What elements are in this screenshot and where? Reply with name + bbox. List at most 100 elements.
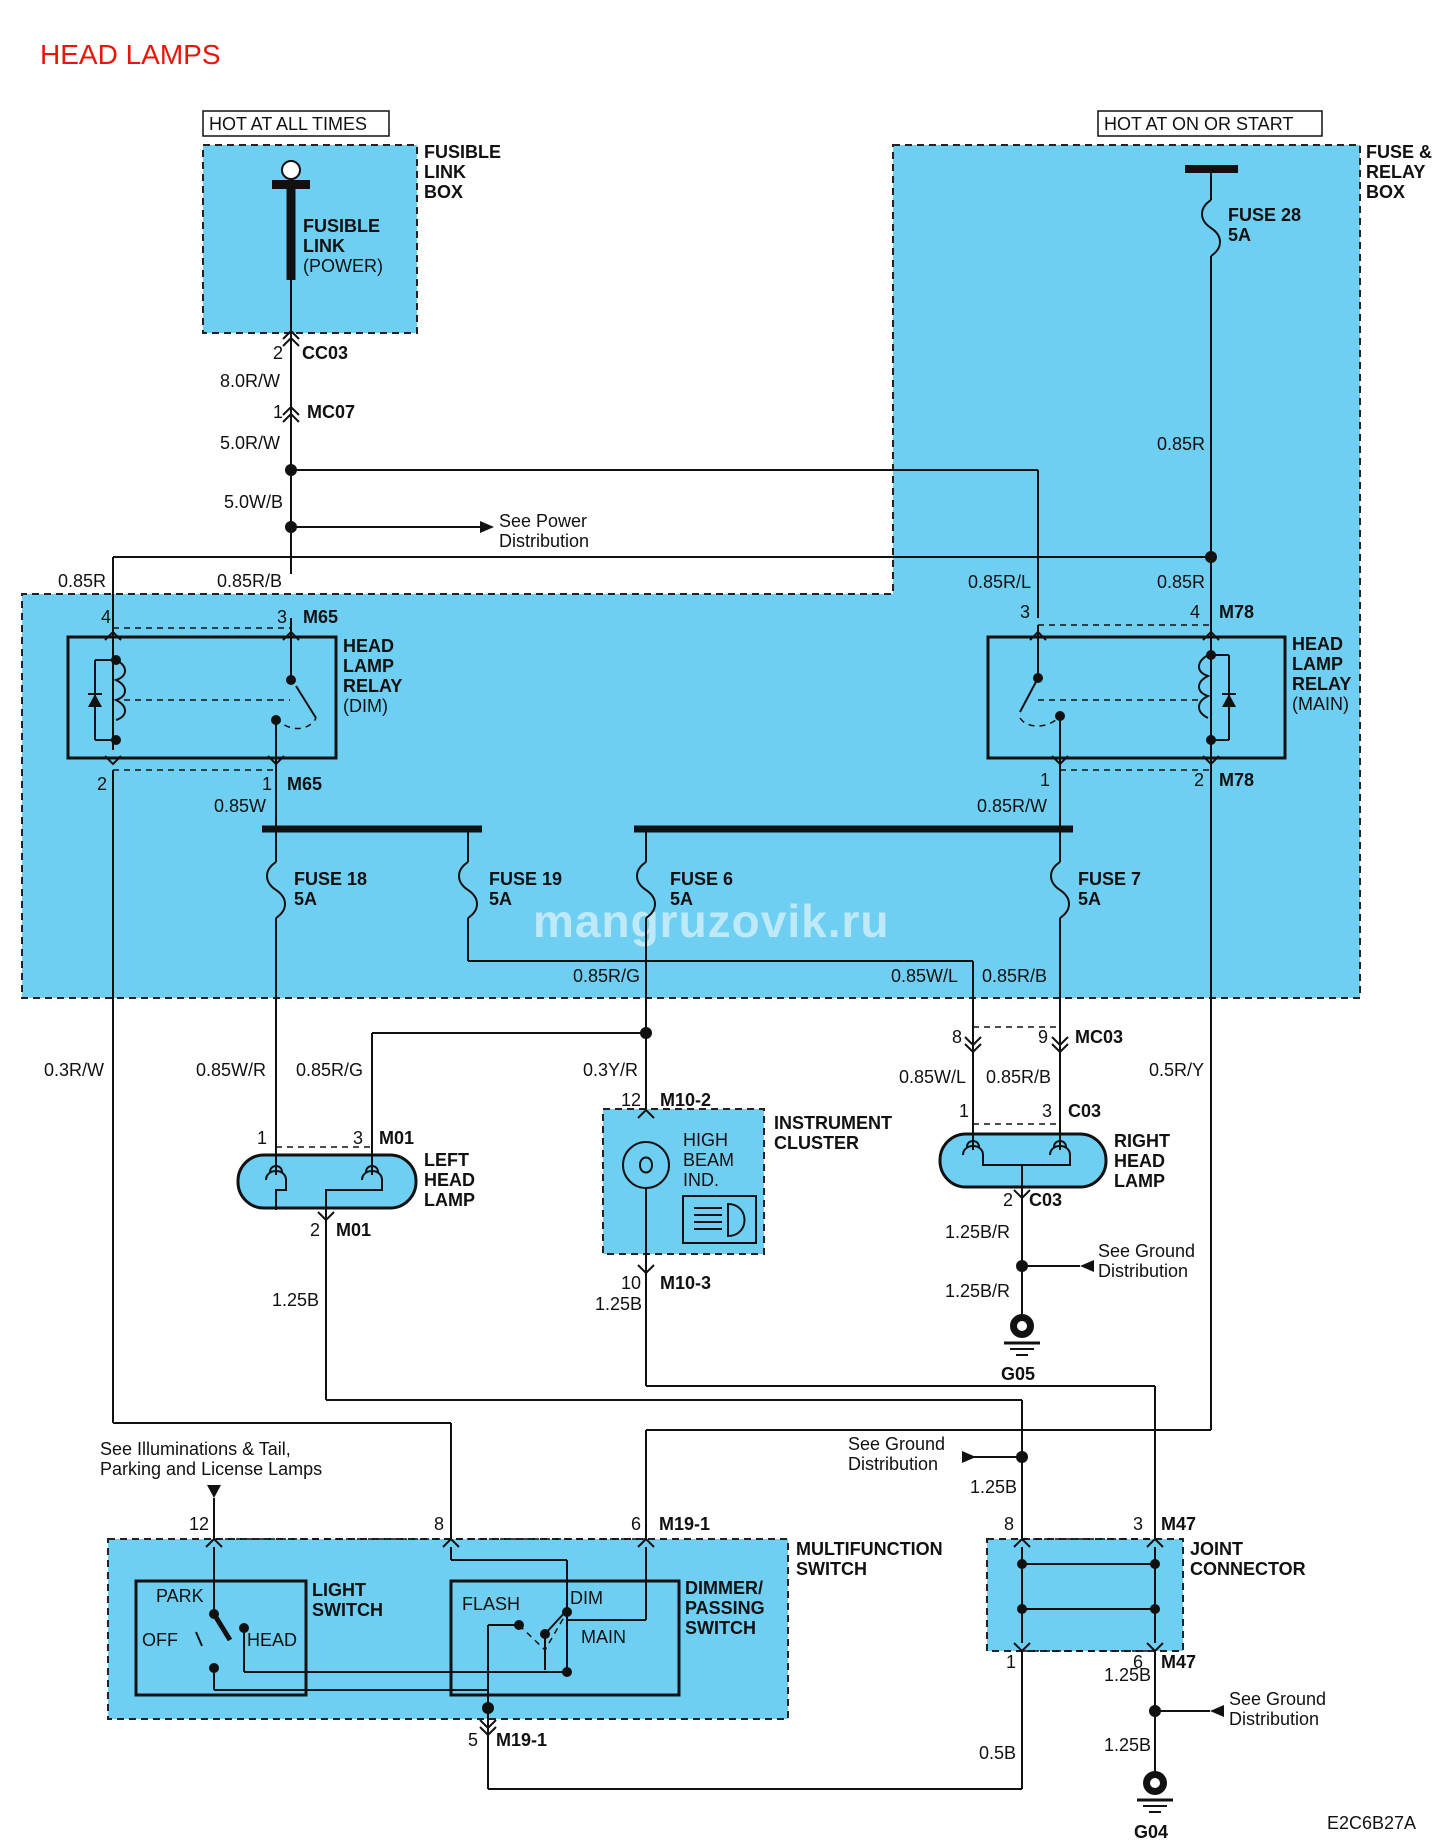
wire-label-80rw: 8.0R/W [220,371,280,391]
ground-g04-label: G04 [1134,1822,1168,1842]
wire-label-085r-left: 0.85R [58,571,106,591]
m10-2-connector-label: M10-2 [660,1090,711,1110]
figure-id: E2C6B27A [1327,1813,1416,1833]
cluster-title-2: CLUSTER [774,1133,859,1153]
m78-pin-1: 1 [1040,770,1050,790]
high-beam-ind-label-2: BEAM [683,1150,734,1170]
wire-label-085rl: 0.85R/L [968,572,1031,592]
multifunction-title-2: SWITCH [796,1559,867,1579]
joint-connector-title-1: JOINT [1190,1539,1243,1559]
light-switch-head: HEAD [247,1630,297,1650]
light-switch-title-2: SWITCH [312,1600,383,1620]
ground-g05-label: G05 [1001,1364,1035,1384]
fusible-link-box-title-2: LINK [424,162,466,182]
fuse-relay-box-title-3: BOX [1366,182,1405,202]
ground-g05-icon [1004,1314,1040,1356]
fusible-link-label-1: FUSIBLE [303,216,380,236]
wire-label-125b-joint: 1.25B [970,1477,1017,1497]
fusible-link-bar-icon [272,180,310,189]
m78-pin-3: 3 [1020,602,1030,622]
m19-pin-8: 8 [434,1514,444,1534]
m65-pin-4: 4 [101,607,111,627]
joint-connector-box [986,1538,1184,1652]
fuse-19-label: FUSE 19 [489,869,562,889]
hot-at-all-times-label: HOT AT ALL TIMES [209,114,367,134]
cluster-title-1: INSTRUMENT [774,1113,892,1133]
relay-main-title-1: HEAD [1292,634,1343,654]
high-beam-ind-label-1: HIGH [683,1130,728,1150]
light-switch-off: OFF [142,1630,178,1650]
see-ground-joint-1: See Ground [848,1434,945,1454]
left-lamp-title-3: LAMP [424,1190,475,1210]
head-lamp-relay-dim [66,635,338,760]
see-power-dist-2: Distribution [499,531,589,551]
wire-label-085rw: 0.85R/W [977,796,1047,816]
wire-label-05ry: 0.5R/Y [1149,1060,1204,1080]
mc03-pin-8: 8 [952,1027,962,1047]
watermark: mangruzovik.ru [533,895,890,947]
m47-pin-3: 3 [1133,1514,1143,1534]
wire-label-125b-m47a: 1.25B [1104,1665,1151,1685]
dimmer-main: MAIN [581,1627,626,1647]
fuse-28-label: FUSE 28 [1228,205,1301,225]
m78-connector-bottom: M78 [1219,770,1254,790]
illum-arrow-icon [207,1485,221,1498]
m01-pin-2: 2 [310,1220,320,1240]
wire-label-085rb-mid: 0.85R/B [982,966,1047,986]
m19-pin-5: 5 [468,1730,478,1750]
right-lamp-title-2: HEAD [1114,1151,1165,1171]
right-lamp-title-3: LAMP [1114,1171,1165,1191]
fusible-link-label-2: LINK [303,236,345,256]
wire-label-125br-1: 1.25B/R [945,1222,1010,1242]
wire-label-085rg-lamp: 0.85R/G [296,1060,363,1080]
see-ground-g05-1: See Ground [1098,1241,1195,1261]
m19-1-connector-top: M19-1 [659,1514,710,1534]
see-illum-1: See Illuminations & Tail, [100,1439,291,1459]
m78-connector-top: M78 [1219,602,1254,622]
see-ground-joint-2: Distribution [848,1454,938,1474]
m01-connector-top: M01 [379,1128,414,1148]
wire-label-085w: 0.85W [214,796,266,816]
joint-connector-title-2: CONNECTOR [1190,1559,1306,1579]
dimmer-dim: DIM [570,1588,603,1608]
m65-connector-bottom: M65 [287,774,322,794]
fusible-link-sub-label: (POWER) [303,256,383,276]
hot-at-all-times-frame [202,110,390,137]
fuse-18-label: FUSE 18 [294,869,367,889]
wire-label-085wl-mid: 0.85W/L [891,966,958,986]
see-ground-g04-2: Distribution [1229,1709,1319,1729]
wire-label-125br-2: 1.25B/R [945,1281,1010,1301]
m19-pin-12: 12 [189,1514,209,1534]
right-lamp-title-1: RIGHT [1114,1131,1170,1151]
m47-connector-top: M47 [1161,1514,1196,1534]
fuse-relay-box-title-1: FUSE & [1366,142,1432,162]
see-ground-arrow-joint-icon [962,1451,976,1463]
see-ground-g04-1: See Ground [1229,1689,1326,1709]
m47-pin-1: 1 [1006,1652,1016,1672]
relay-dim-title-2: LAMP [343,656,394,676]
m19-1-connector-bottom: M19-1 [496,1730,547,1750]
m65-pin-2: 2 [97,774,107,794]
fuse-7-label: FUSE 7 [1078,869,1141,889]
dimmer-title-2: PASSING [685,1598,765,1618]
fusible-link-box-title-1: FUSIBLE [424,142,501,162]
m19-pin-6: 6 [631,1514,641,1534]
cc03-pin-2: 2 [273,343,283,363]
fuse-28-bus-bar-icon [1185,165,1238,173]
page-title: HEAD LAMPS [40,39,221,70]
see-power-arrow-icon [480,521,494,533]
fuse-relay-box-title-2: RELAY [1366,162,1425,182]
light-switch-park: PARK [156,1586,204,1606]
fuse-28-rating: 5A [1228,225,1251,245]
relay-dim-title-3: RELAY [343,676,402,696]
m01-pin-3: 3 [353,1128,363,1148]
relay-dim-title-1: HEAD [343,636,394,656]
m78-pin-2: 2 [1194,770,1204,790]
wire-label-50rw: 5.0R/W [220,433,280,453]
fuse-19-rating: 5A [489,889,512,909]
wire-label-085r-top: 0.85R [1157,434,1205,454]
wire-label-085wl-lamp: 0.85W/L [899,1067,966,1087]
fuse-18-icon [266,861,286,919]
relay-dim-sub: (DIM) [343,696,388,716]
